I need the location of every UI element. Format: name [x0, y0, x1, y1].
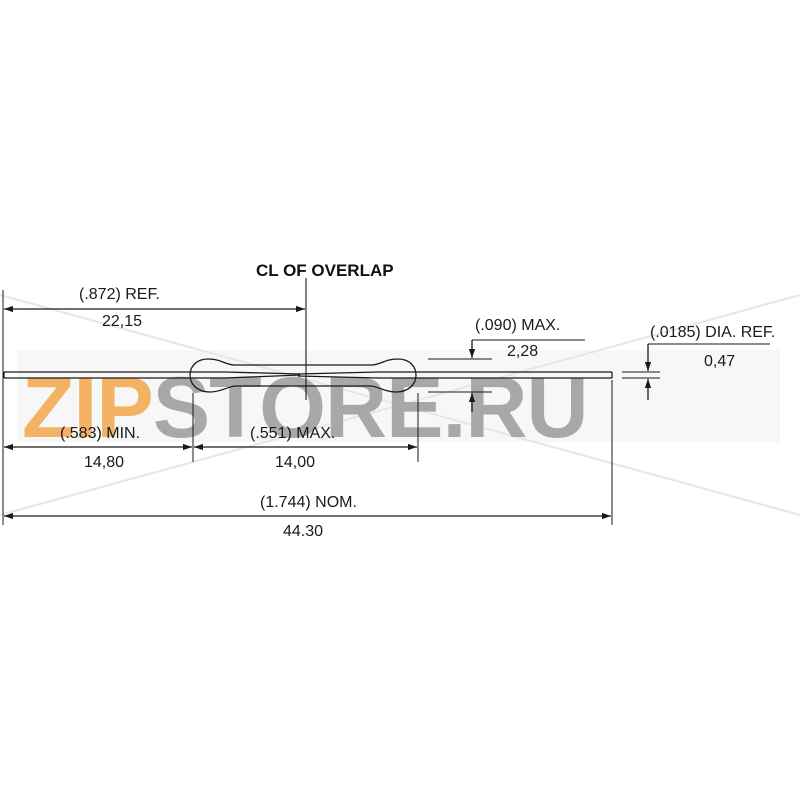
left-reed: [197, 371, 301, 379]
lead-dia-inch-label: (.0185) DIA. REF.: [650, 324, 776, 341]
overlap-mm-label: 22,15: [102, 313, 143, 330]
lead-dia-mm-label: 0,47: [704, 353, 736, 370]
lead-min-mm-label: 14,80: [84, 454, 125, 471]
overlap-inch-label: (.872) REF.: [79, 286, 160, 303]
glass-dia-inch-label: (.090) MAX.: [475, 317, 561, 334]
watermark: ZIPSTORE.RU: [0, 294, 800, 516]
watermark-prefix: ZIP: [22, 360, 153, 456]
dim-lead-diameter: [644, 343, 770, 400]
right-lead: [405, 371, 613, 379]
lead-min-inch-label: (.583) MIN.: [60, 425, 141, 442]
glass-dia-mm-label: 2,28: [507, 343, 539, 360]
right-reed: [297, 371, 405, 379]
centerline-title: CL OF OVERLAP: [256, 261, 394, 280]
watermark-suffix: STORE.RU: [153, 360, 588, 456]
dim-glass-diameter: [468, 339, 585, 412]
overall-inch-label: (1.744) NOM.: [260, 494, 357, 511]
glass-len-inch-label: (.551) MAX.: [250, 425, 336, 442]
left-lead: [3, 371, 197, 379]
glass-envelope: [189, 358, 417, 393]
glass-len-mm-label: 14,00: [275, 454, 316, 471]
watermark-text: ZIPSTORE.RU: [22, 360, 588, 456]
overall-mm-label: 44.30: [283, 523, 324, 540]
